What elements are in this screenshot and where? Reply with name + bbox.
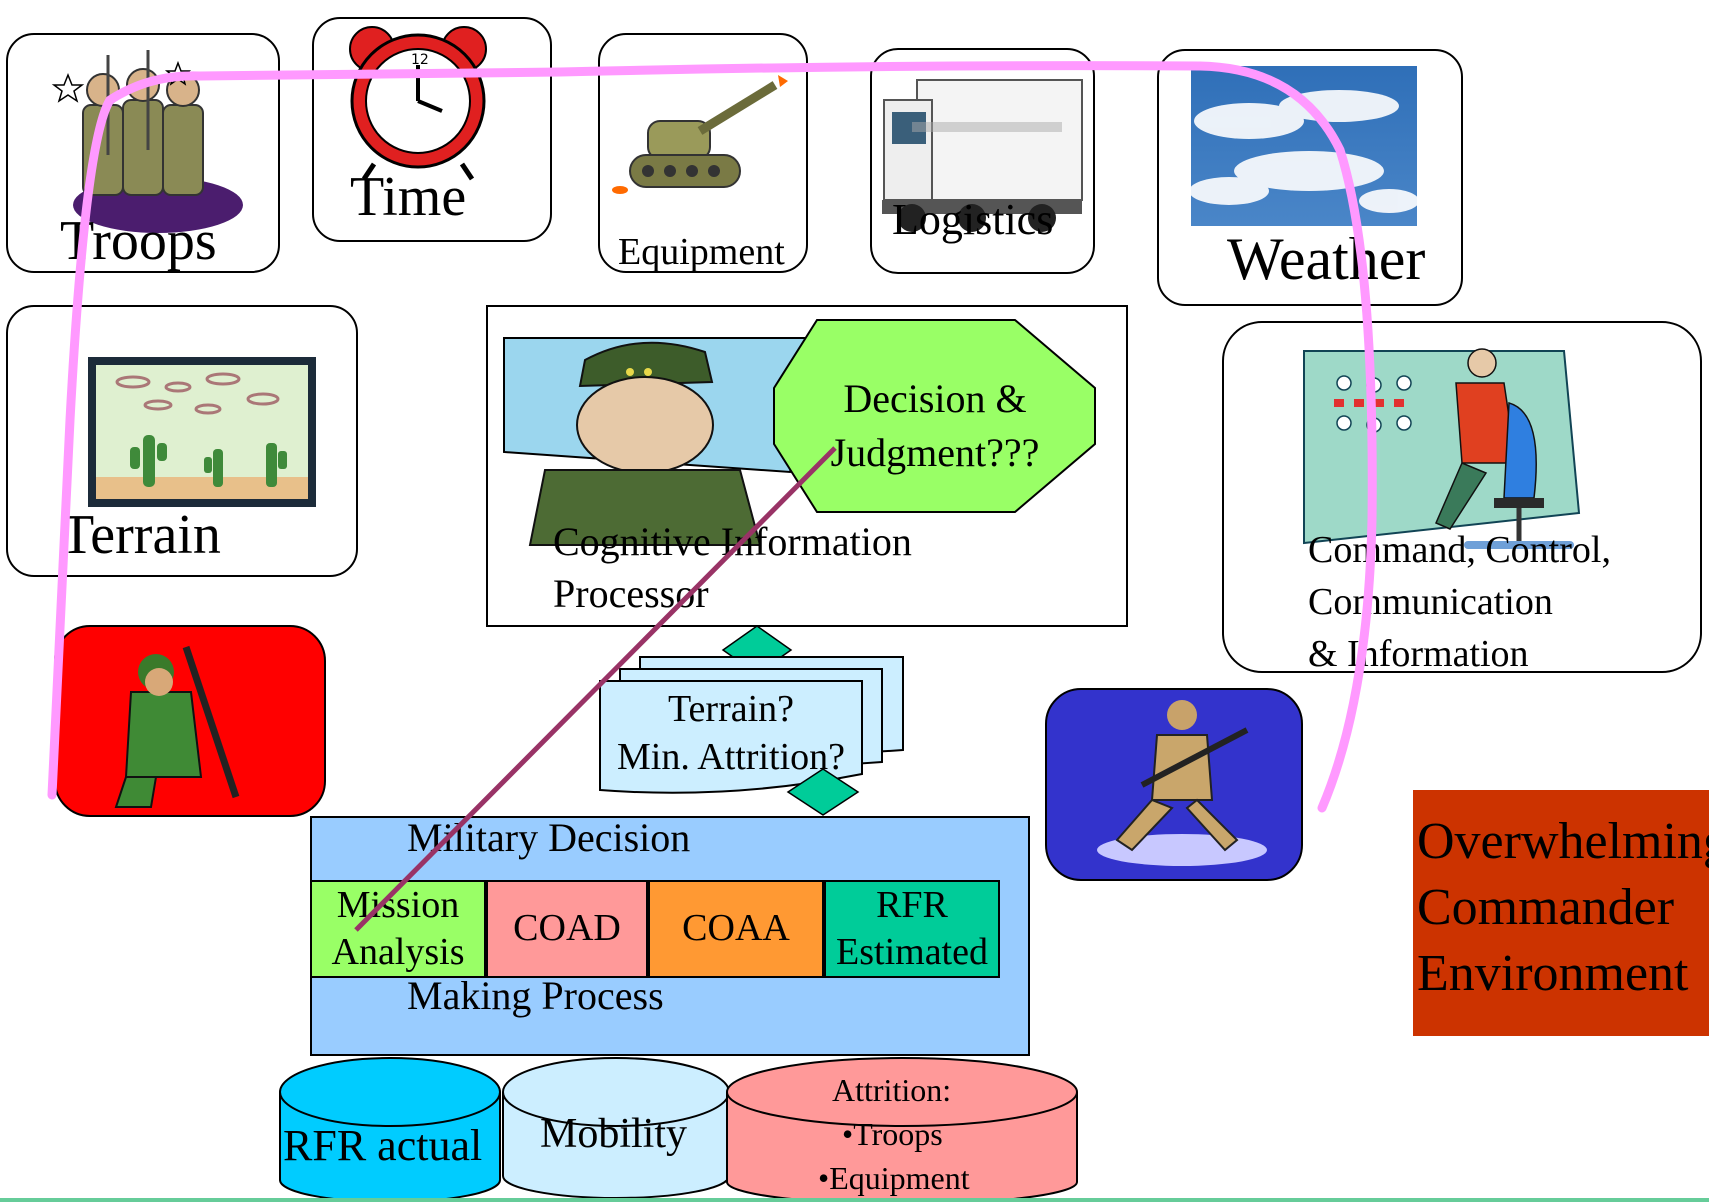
attrition-item-equipment: •Equipment [818,1160,970,1196]
troops-label: Troops [60,210,217,272]
svg-text:12: 12 [411,52,429,68]
desert-soldier-icon [1097,700,1267,866]
mission-analysis-step: Mission Analysis [310,880,486,978]
question-line2: Min. Attrition? [617,736,845,778]
callout-line2: Commander [1417,879,1675,936]
bottom-strip [0,1198,1709,1202]
question-line1: Terrain? [667,688,795,730]
c3i-line3: & Information [1308,633,1529,675]
coaa-step: COAA [648,880,824,978]
decision-text: Decision & Judgment??? [830,376,1040,475]
rfr-actual-label: RFR actual [283,1121,483,1170]
mobility-label: Mobility [540,1111,688,1157]
attrition-title: Attrition: [832,1072,952,1108]
c3i-card: Command, Control, Communication & Inform… [1222,321,1702,673]
soldier-icon [114,645,240,808]
top-diamond [721,625,793,675]
troops-card: Troops [6,33,280,273]
terrain-label: Terrain [60,504,221,566]
mdmp-steps: Mission Analysis COAD COAA RFR Estimated [310,880,1000,978]
logistics-label: Logistics [892,195,1054,244]
processor-caption: Cognitive Information Processor [553,519,912,616]
coad-step: COAD [486,880,648,978]
callout-line1: Overwhelming [1417,813,1709,870]
weather-card: Weather [1157,49,1463,306]
time-card: 12 Time [312,17,552,242]
weather-label: Weather [1227,226,1426,292]
mdmp-top-label: Military Decision [407,815,691,860]
red-soldier-card [54,625,326,817]
c3i-line1: Command, Control, [1308,529,1611,571]
terrain-card: Terrain [6,305,358,577]
equipment-label: Equipment [618,231,785,273]
overwhelming-callout: Overwhelming Commander Environment [1413,790,1709,1036]
rfr-estimated-step: RFR Estimated [824,880,1000,978]
attrition-item-troops: •Troops [842,1116,943,1152]
blue-soldier-card [1045,688,1303,881]
time-label: Time [350,166,467,228]
callout-line3: Environment [1417,945,1689,1002]
mdmp-bottom-label: Making Process [407,973,664,1018]
logistics-card: Logistics [870,48,1095,274]
equipment-card: Equipment [598,33,808,273]
c3i-line2: Communication [1308,581,1553,623]
